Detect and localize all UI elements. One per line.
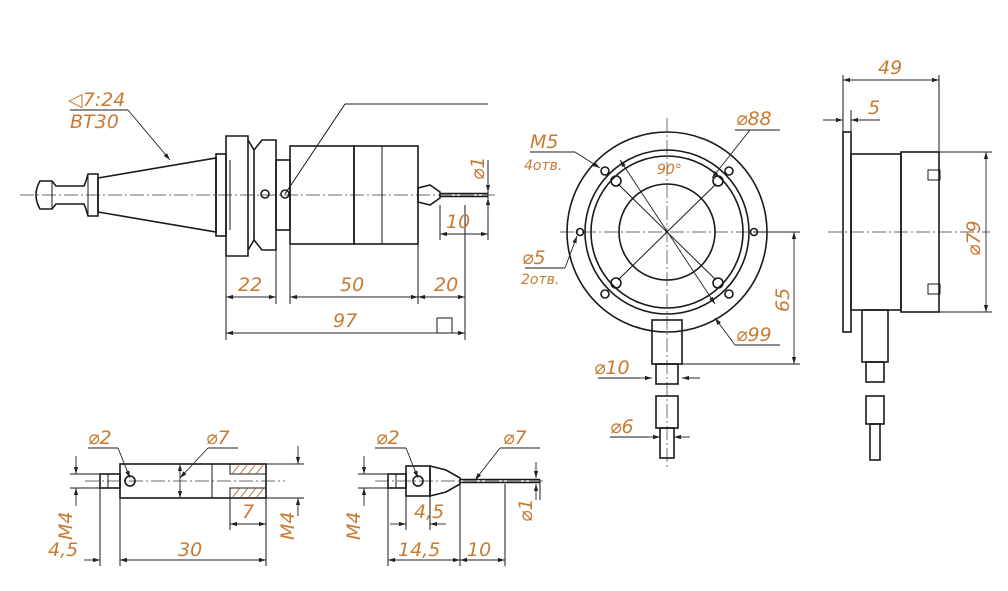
- label-m5: M5: [530, 131, 558, 153]
- label-angle: 90°: [657, 162, 682, 178]
- label-d5-holes: 2отв.: [521, 272, 559, 288]
- dim-10-b: 10: [467, 539, 491, 561]
- dim-d6: ⌀6: [610, 416, 634, 438]
- dim-d2-a: ⌀2: [88, 427, 112, 449]
- stylus-a-view: ⌀2 ⌀7 M4 7 M4 4,5 30: [48, 427, 304, 566]
- dim-20: 20: [434, 274, 458, 296]
- dim-7-a: 7: [242, 501, 254, 523]
- dim-d7-a: ⌀7: [206, 427, 230, 449]
- front-view: M5 4отв. ⌀88 90° ⌀5 2отв. ⌀99 65 ⌀10 ⌀6: [521, 108, 800, 468]
- dim-22: 22: [238, 274, 262, 296]
- dim-d5: ⌀5: [522, 247, 546, 269]
- dim-d99: ⌀99: [736, 324, 772, 346]
- taper-code: BT30: [70, 111, 119, 133]
- dim-5: 5: [868, 97, 880, 119]
- stylus-b-view: ⌀2 ⌀7 M4 4,5 ⌀1 14,5 10: [343, 427, 545, 566]
- dim-m4-left-a: M4: [55, 512, 77, 540]
- dim-d79: ⌀79: [963, 220, 985, 256]
- dim-d7-b: ⌀7: [503, 427, 527, 449]
- dim-30-a: 30: [178, 539, 202, 561]
- dim-50: 50: [340, 274, 364, 296]
- dim-d1-side: ⌀1: [467, 156, 489, 180]
- dim-97: 97: [333, 310, 357, 332]
- dim-m4-right-a: M4: [277, 512, 299, 540]
- right-view: 49 5 ⌀79: [823, 57, 992, 461]
- dim-d2-b: ⌀2: [376, 427, 400, 449]
- dim-d1-b: ⌀1: [515, 498, 537, 522]
- dim-10-side: 10: [446, 211, 470, 233]
- dim-65: 65: [772, 288, 794, 312]
- side-view: ◁7:24 BT30 ⌀1 10 22 50 20 97: [20, 89, 495, 340]
- dim-45-b: 4,5: [414, 501, 444, 523]
- dim-145-b: 14,5: [398, 539, 440, 561]
- label-m5-holes: 4отв.: [524, 158, 562, 174]
- taper-symbol: ◁7:24: [68, 89, 125, 111]
- dim-d88: ⌀88: [736, 108, 772, 130]
- dim-49: 49: [878, 57, 902, 79]
- dim-m4-b: M4: [343, 512, 365, 540]
- dim-45-a: 4,5: [48, 539, 78, 561]
- dim-d10: ⌀10: [594, 357, 630, 379]
